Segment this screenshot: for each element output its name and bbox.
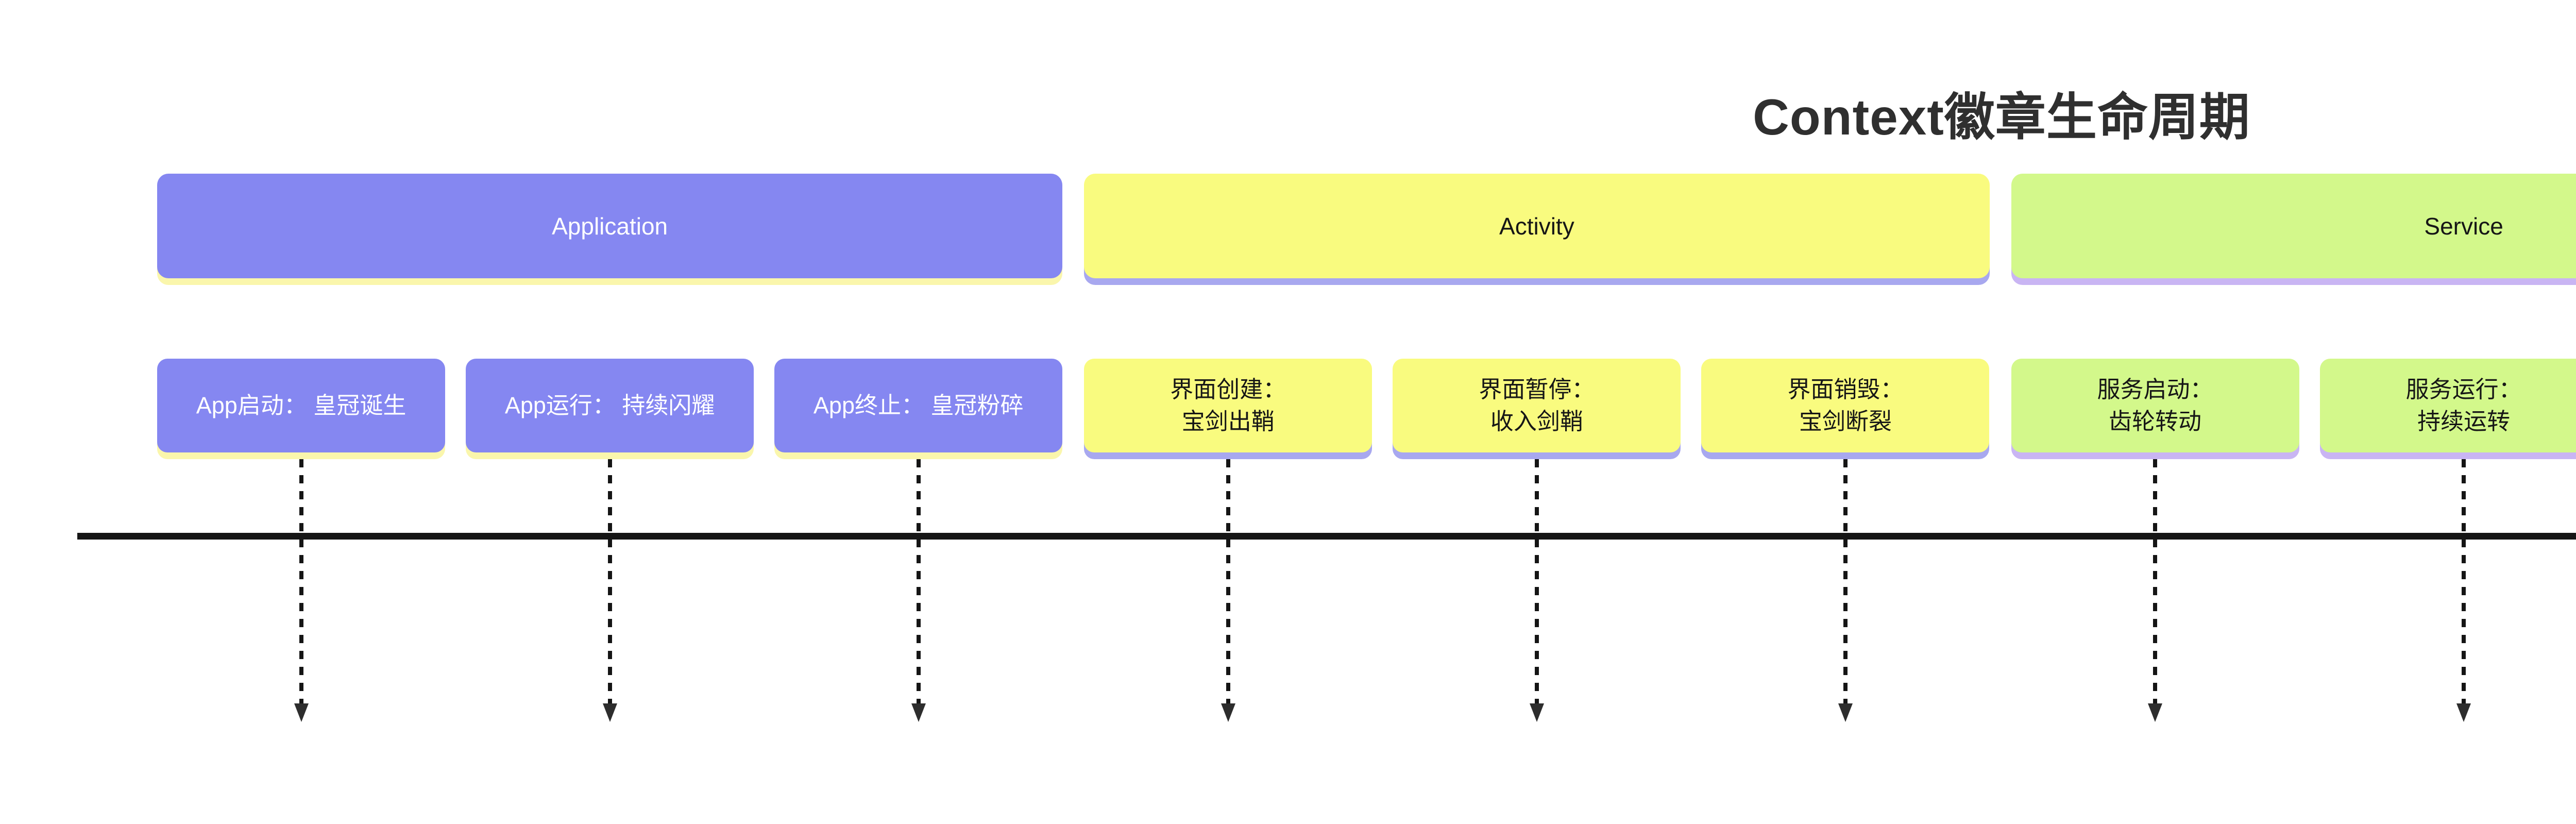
event-cell: 界面暂停： 收入剑鞘 xyxy=(1393,359,1681,722)
dashed-arrow xyxy=(2148,459,2163,722)
dashed-arrow xyxy=(911,459,926,722)
event-box-service-start: 服务启动： 齿轮转动 xyxy=(2011,359,2299,452)
section-header-activity: Activity xyxy=(1084,174,1990,278)
event-line: 界面销毁： xyxy=(1787,376,1904,402)
arrowhead-down-icon xyxy=(1838,703,1853,722)
event-line: 宝剑断裂 xyxy=(1799,408,1892,434)
event-cell: 服务运行： 持续运转 xyxy=(2319,359,2576,722)
event-line: App终止： 皇冠粉碎 xyxy=(813,392,1024,418)
event-cell: 界面销毁： 宝剑断裂 xyxy=(1701,359,1990,722)
dashed-arrow xyxy=(2456,459,2471,722)
arrowhead-down-icon xyxy=(2148,703,2163,722)
event-box-activity-create: 界面创建： 宝剑出鞘 xyxy=(1084,359,1372,452)
event-line: 界面创建： xyxy=(1170,376,1286,402)
arrowhead-down-icon xyxy=(294,703,309,722)
section-headers-row: Application Activity Service Broadcast xyxy=(157,174,2576,278)
events-group-application: App启动： 皇冠诞生 App运行： 持续闪耀 App终止： 皇冠粉碎 xyxy=(157,359,1063,722)
event-box-activity-destroy: 界面销毁： 宝剑断裂 xyxy=(1701,359,1990,452)
event-box-activity-pause: 界面暂停： 收入剑鞘 xyxy=(1393,359,1681,452)
arrowhead-down-icon xyxy=(2456,703,2471,722)
event-cell: App终止： 皇冠粉碎 xyxy=(774,359,1063,722)
events-row: App启动： 皇冠诞生 App运行： 持续闪耀 App终止： 皇冠粉碎 xyxy=(157,359,2576,722)
event-line: 齿轮转动 xyxy=(2109,408,2202,434)
event-line: App运行： 持续闪耀 xyxy=(504,392,715,418)
section-header-service: Service xyxy=(2011,174,2576,278)
dashed-arrow xyxy=(1838,459,1853,722)
event-cell: 界面创建： 宝剑出鞘 xyxy=(1084,359,1372,722)
event-box-service-running: 服务运行： 持续运转 xyxy=(2319,359,2576,452)
events-group-service: 服务启动： 齿轮转动 服务运行： 持续运转 服务停止： 齿轮停转 xyxy=(2011,359,2576,722)
arrowhead-down-icon xyxy=(1221,703,1235,722)
event-box-app-start: App启动： 皇冠诞生 xyxy=(157,359,446,452)
event-cell: 服务启动： 齿轮转动 xyxy=(2011,359,2299,722)
timeline-axis xyxy=(77,533,2576,540)
section-header-application: Application xyxy=(157,174,1063,278)
arrowhead-down-icon xyxy=(1529,703,1544,722)
event-line: 界面暂停： xyxy=(1479,376,1595,402)
diagram-title: Context徽章生命周期 xyxy=(1753,89,2250,145)
event-line: 服务启动： xyxy=(2097,376,2213,402)
dashed-arrow xyxy=(602,459,617,722)
dashed-arrow xyxy=(1529,459,1544,722)
event-line: 收入剑鞘 xyxy=(1490,408,1583,434)
dashed-arrow xyxy=(1221,459,1235,722)
arrowhead-down-icon xyxy=(602,703,617,722)
event-line: 服务运行： xyxy=(2405,376,2522,402)
event-box-app-terminate: App终止： 皇冠粉碎 xyxy=(774,359,1063,452)
event-line: 宝剑出鞘 xyxy=(1181,408,1275,434)
event-box-app-running: App运行： 持续闪耀 xyxy=(466,359,754,452)
event-cell: App运行： 持续闪耀 xyxy=(466,359,754,722)
event-line: App启动： 皇冠诞生 xyxy=(196,392,406,418)
event-line: 持续运转 xyxy=(2417,408,2511,434)
event-cell: App启动： 皇冠诞生 xyxy=(157,359,446,722)
dashed-arrow xyxy=(294,459,309,722)
events-group-activity: 界面创建： 宝剑出鞘 界面暂停： 收入剑鞘 界面销毁： 宝剑断裂 xyxy=(1084,359,1990,722)
arrowhead-down-icon xyxy=(911,703,926,722)
